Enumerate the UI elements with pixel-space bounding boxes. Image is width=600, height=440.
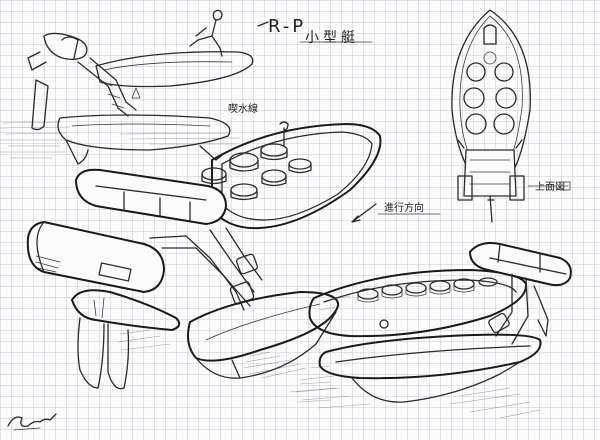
rear-perspective-craft [295, 242, 572, 419]
direction-label: 進行方向 [384, 203, 424, 214]
deck-seats [201, 143, 312, 201]
top-view-craft [451, 9, 571, 223]
top-view-label: 上面図 [535, 182, 565, 193]
rider-head [212, 9, 223, 21]
side-view-craft [0, 9, 254, 165]
seat-group [463, 51, 517, 135]
rear-seats [357, 277, 498, 303]
title-underline [257, 21, 373, 43]
waterline-label: 喫水線 [228, 104, 258, 115]
direction-arrow [351, 203, 441, 223]
water-shading [0, 121, 241, 159]
rear-water-hatching [295, 295, 541, 419]
title-code: R-P [268, 16, 307, 37]
main-perspective-craft [26, 121, 382, 403]
artist-signature [7, 413, 57, 431]
